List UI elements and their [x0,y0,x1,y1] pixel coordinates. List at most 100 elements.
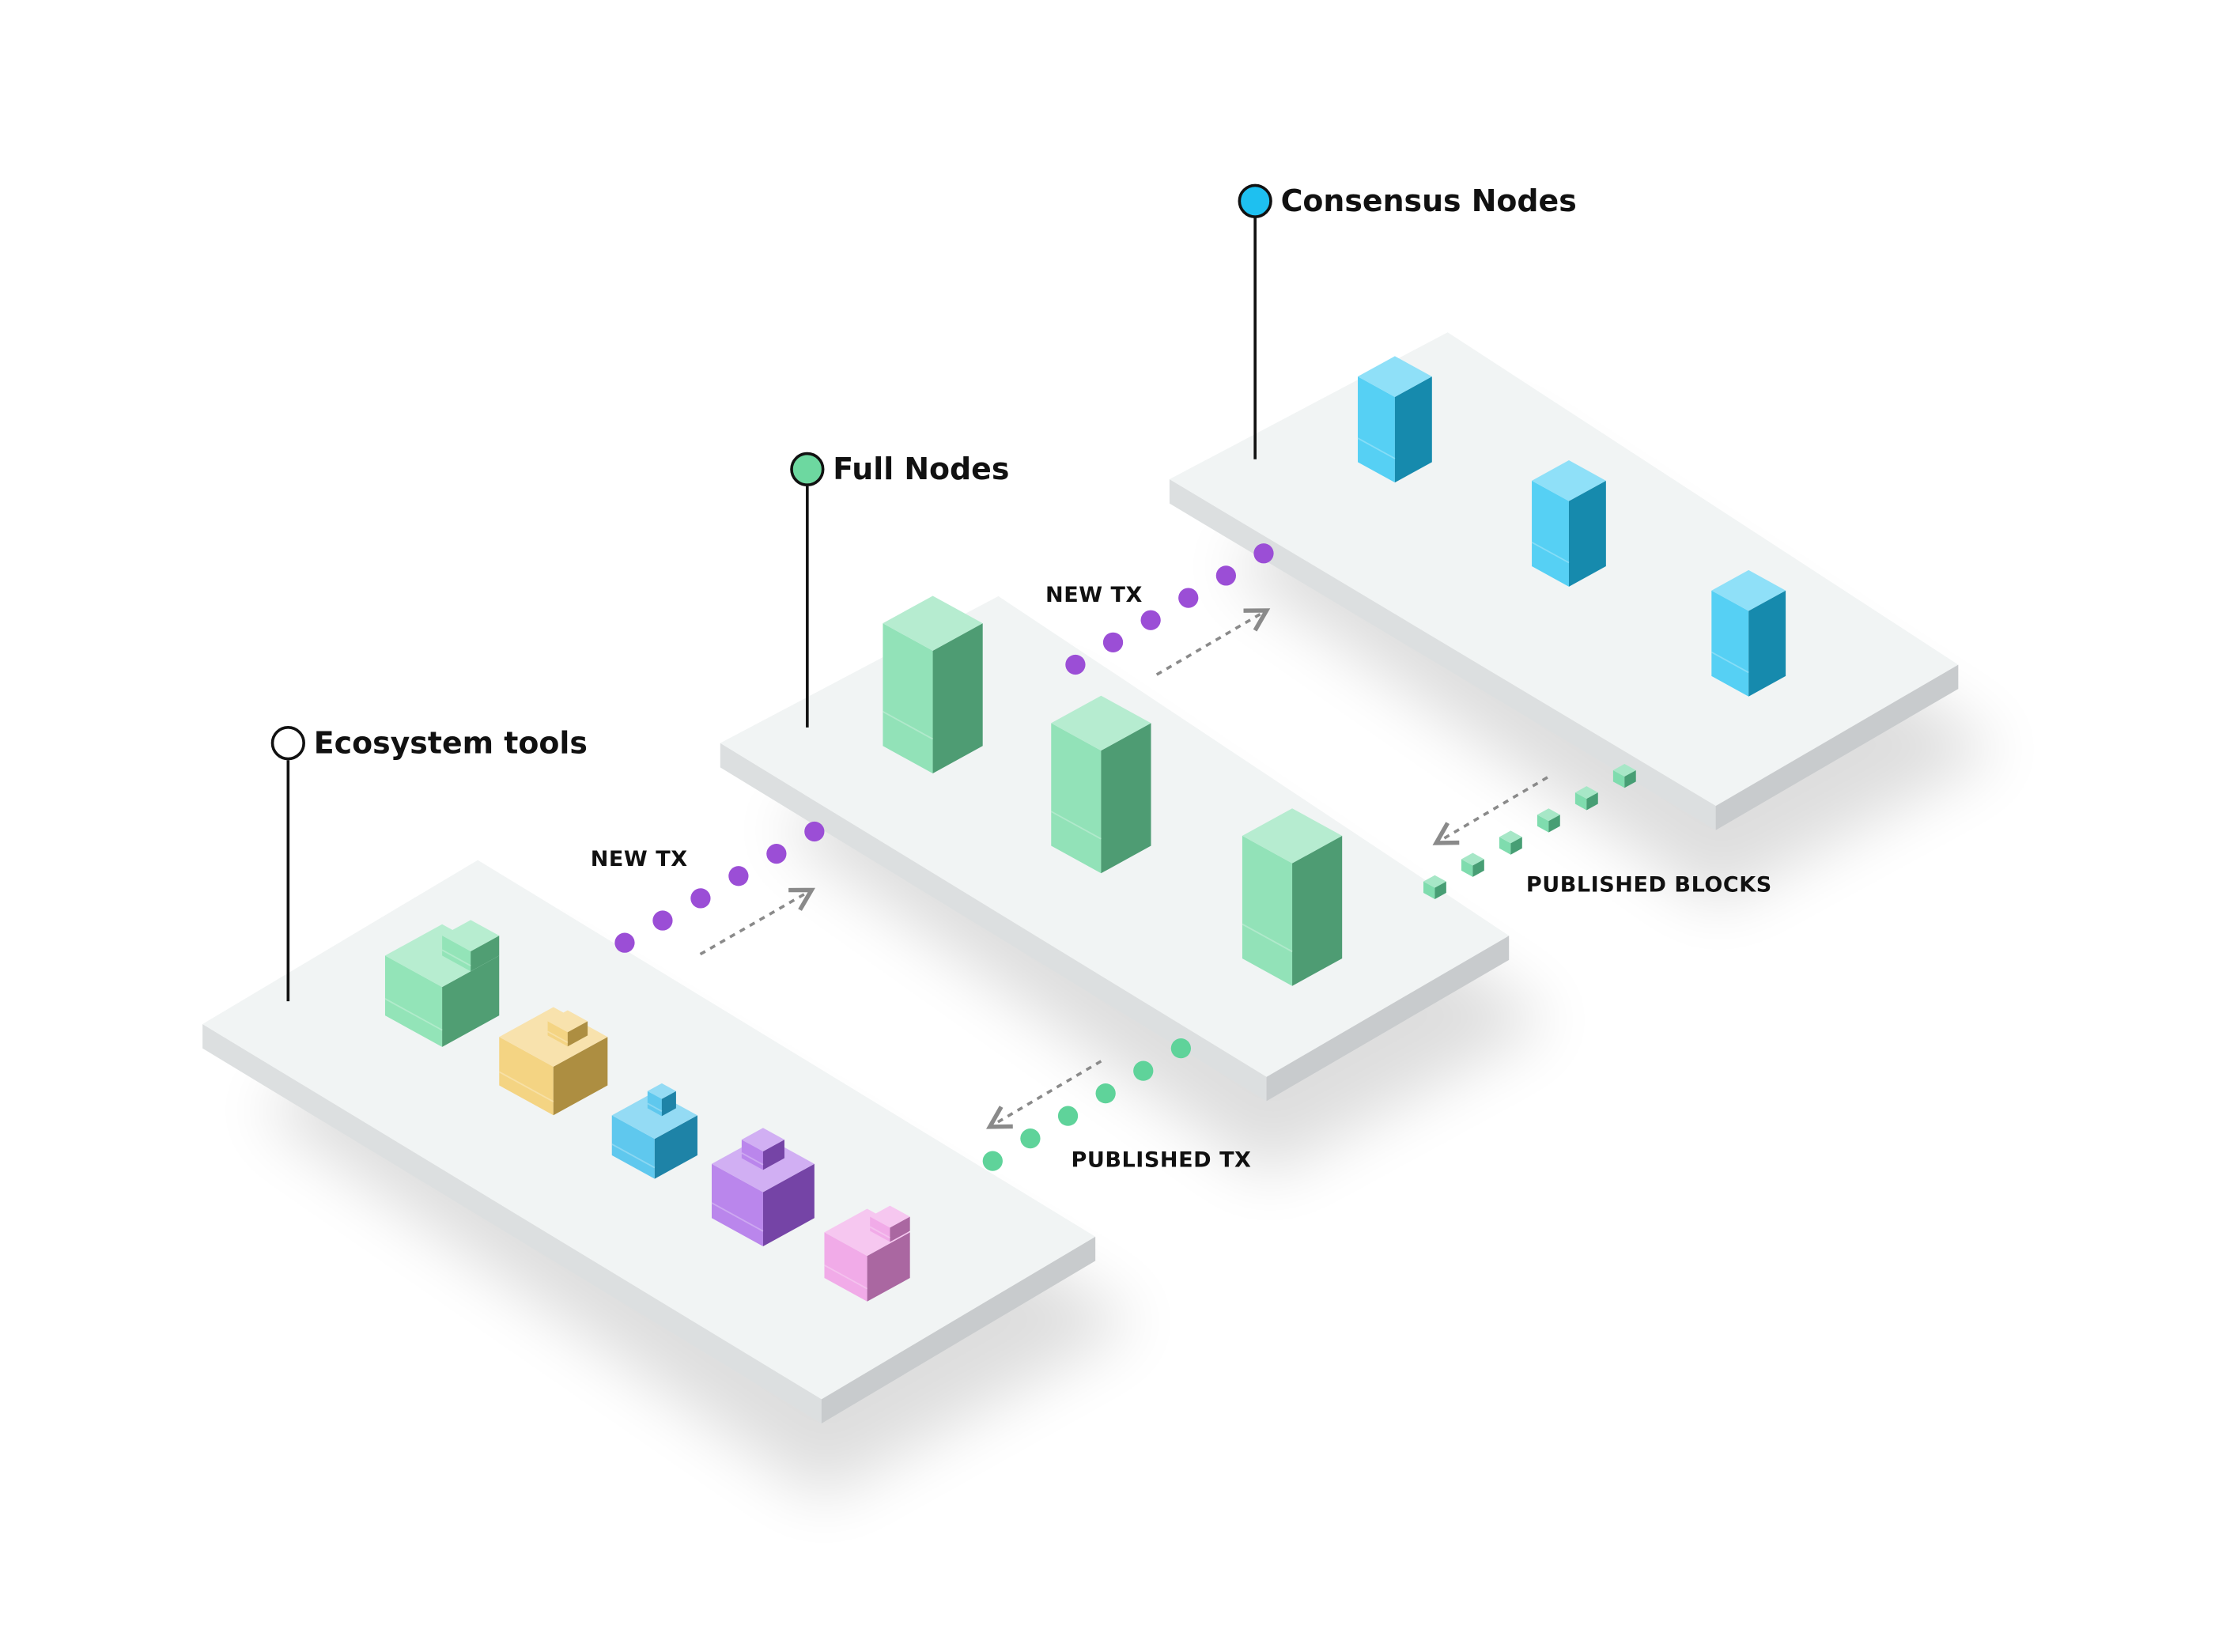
token-left [1499,837,1511,855]
token-left [1612,769,1625,788]
tx-dot [1140,610,1161,630]
new-tx-dots-lower [614,821,825,953]
tx-dot [1215,565,1236,586]
block-left-face [883,623,933,774]
block-highlight [741,1152,764,1166]
new-tx-label-lower: NEW TX [591,847,688,871]
block-highlight [547,1030,569,1044]
published-tx-dots [982,1038,1192,1171]
tx-dot [1020,1128,1041,1149]
tx-dot [1057,1106,1079,1126]
platform-front-face [202,1023,822,1423]
block-highlight [1242,923,1293,953]
block-highlight [882,711,933,740]
tx-dot [1095,1083,1116,1104]
token-right [1586,792,1598,811]
tx-dot [728,866,749,886]
block-right-face [932,623,983,774]
block-highlight [498,1071,554,1102]
block-right-face [567,1021,588,1047]
block-highlight [1531,541,1570,564]
full-nodes-legend-dot [790,452,825,487]
block-token [1537,808,1560,833]
block-highlight [1357,437,1396,459]
consensus-node [1710,569,1786,697]
tool-green-block [384,920,500,1047]
token-right [1434,881,1446,899]
tx-dot [766,844,787,864]
consensus-node [1357,356,1432,483]
block-token [1574,786,1598,811]
tx-dot [652,910,673,931]
block-right-face [1394,376,1432,483]
full-nodes-label-pin: Full Nodes [790,452,1009,728]
ecosystem-label-pin: Ecosystem tools [270,725,588,1002]
block-highlight [869,1226,890,1239]
tool-top [647,1083,676,1117]
block-right-face [1568,480,1606,587]
published-blocks-arrow [1432,776,1548,845]
ecosystem-legend-dot [270,726,305,761]
block-highlight [1050,811,1102,840]
tx-dot [1170,1038,1192,1059]
consensus-label-pin: Consensus Nodes [1238,183,1577,459]
tool-blue-block [611,1083,697,1179]
block-left-face [1051,723,1102,874]
full-node [1050,695,1151,874]
tool-top [441,920,500,972]
published-tx-label: PUBLISHED TX [1072,1147,1252,1172]
published-blocks-label: PUBLISHED BLOCKS [1526,872,1772,897]
full-node [882,595,983,774]
block-right-face [471,936,500,972]
block-left-face [499,1037,554,1116]
block-highlight [611,1143,656,1169]
consensus-legend-dot [1238,183,1272,218]
platform-side-face [1266,936,1510,1102]
block-top-face [1051,695,1151,751]
block-left-face [1532,480,1569,587]
token-right [1624,769,1636,788]
block-right-face [762,1163,815,1246]
tool-top [547,1010,588,1047]
block-highlight [647,1102,663,1113]
flow-group [614,543,1636,1171]
tx-dot [1178,588,1199,608]
block-right-face [867,1232,910,1302]
new-tx-arrow-upper [1155,608,1271,676]
block-left-face [384,955,443,1047]
platform-front-face [720,743,1267,1102]
tool-yellow-block [498,1007,608,1116]
token-left [1461,859,1473,877]
block-highlight [441,949,471,966]
tx-dot [1065,654,1086,675]
tx-dot [1133,1060,1154,1081]
block-left-face [1242,835,1293,986]
tool-base [824,1208,910,1302]
full-node [1242,808,1343,986]
block-right-face [442,955,500,1047]
ecosystem-tools-label: Ecosystem tools [314,725,588,760]
platform-side-face [1715,664,1959,830]
block-right-face [1292,835,1343,986]
tool-pink-block [824,1205,910,1302]
block-right-face [553,1037,608,1116]
full-nodes-label: Full Nodes [833,452,1009,486]
block-right-face [890,1216,910,1242]
block-left-face [611,1115,655,1179]
block-token [1499,830,1522,855]
tx-dot [1102,632,1124,652]
ecosystem-tool-group [384,920,910,1302]
block-left-face [711,1163,763,1246]
token-right [1472,859,1484,877]
published-block-tokens [1423,764,1636,899]
block-top-face [824,1208,910,1257]
token-left [1423,881,1435,899]
block-right-face [654,1115,697,1179]
consensus-nodes-label: Consensus Nodes [1281,183,1577,218]
token-left [1574,792,1587,811]
block-highlight [1710,651,1749,674]
new-tx-dots-upper [1065,543,1274,675]
tx-dot [614,932,635,953]
consensus-node [1531,460,1606,587]
